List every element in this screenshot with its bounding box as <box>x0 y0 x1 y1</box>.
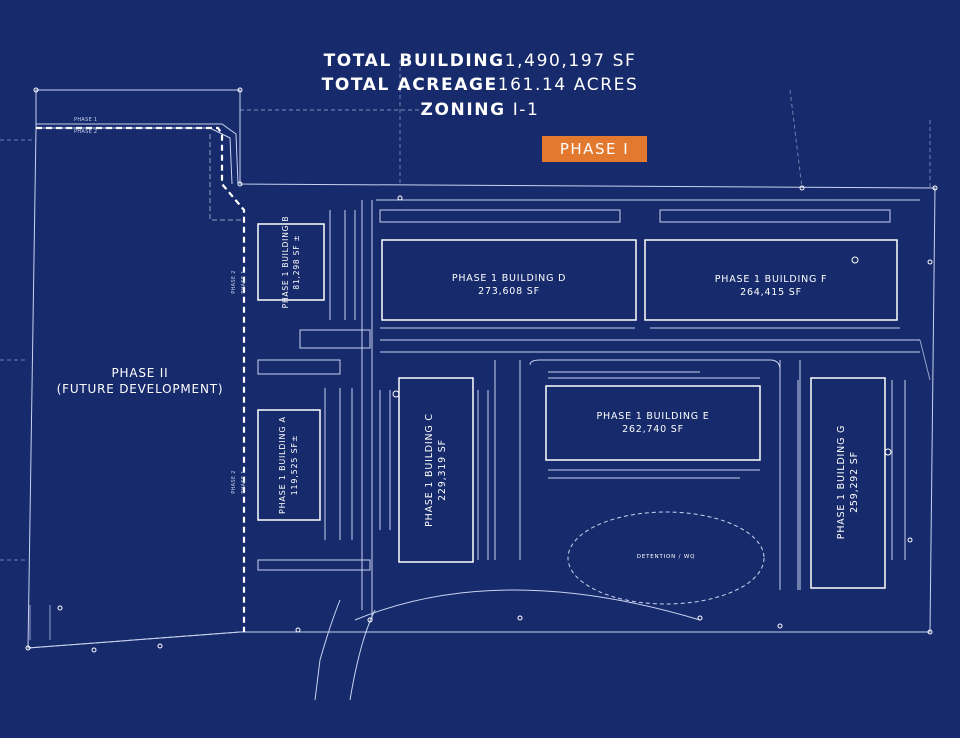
building-d-name: PHASE 1 BUILDING D <box>451 273 567 284</box>
building-b-outline <box>257 223 325 301</box>
total-acreage-value: 161.14 ACRES <box>497 75 639 95</box>
building-f-name: PHASE 1 BUILDING F <box>714 274 828 285</box>
building-b-name: PHASE 1 BUILDING B <box>281 215 290 309</box>
building-c-area: 229,319 SF <box>437 439 448 501</box>
building-g-outline <box>810 377 886 589</box>
building-e-area: 262,740 SF <box>622 424 684 435</box>
total-acreage-line: TOTAL ACREAGE161.14 ACRES <box>0 75 960 95</box>
building-a-outline <box>257 409 321 521</box>
phase-2-line-label-low: PHASE 2 <box>231 470 237 494</box>
total-building-value: 1,490,197 SF <box>504 51 637 71</box>
building-b-area: 81,298 SF ± <box>292 234 301 290</box>
phase-i-button[interactable]: PHASE I <box>542 136 647 162</box>
total-building-line: TOTAL BUILDING1,490,197 SF <box>0 51 960 71</box>
phase-2-line-label-mid: PHASE 2 <box>231 270 237 294</box>
zoning-value: I-1 <box>512 100 540 120</box>
phase-boundary-line <box>36 126 246 632</box>
total-building-label: TOTAL BUILDING <box>323 51 505 71</box>
phase-ii-title: PHASE II <box>111 366 169 380</box>
phase-2-line-label-top: PHASE 2 <box>74 129 98 135</box>
total-acreage-label: TOTAL ACREAGE <box>321 75 498 95</box>
phase-1-line-label-mid: PHASE 1 <box>241 270 247 294</box>
phase-road-line <box>36 127 233 185</box>
phase-1-line-label-low: PHASE 1 <box>241 470 247 494</box>
building-e-outline <box>545 385 761 461</box>
building-f-label: PHASE 1 BUILDING F 264,415 SF <box>645 273 897 299</box>
building-e-label: PHASE 1 BUILDING E 262,740 SF <box>546 410 760 436</box>
building-g-name: PHASE 1 BUILDING G <box>836 424 847 540</box>
building-a-label: PHASE 1 BUILDING A 119,525 SF± <box>277 416 301 514</box>
building-a-area: 119,525 SF± <box>290 434 299 496</box>
building-a-name: PHASE 1 BUILDING A <box>278 416 287 514</box>
building-b-label: PHASE 1 BUILDING B 81,298 SF ± <box>280 216 302 309</box>
building-c-name: PHASE 1 BUILDING C <box>424 413 435 527</box>
phase-ii-label: PHASE II (FUTURE DEVELOPMENT) <box>24 365 256 397</box>
building-f-area: 264,415 SF <box>740 287 802 298</box>
building-g-label: PHASE 1 BUILDING G 259,292 SF <box>835 425 861 539</box>
detention-pond <box>567 511 765 605</box>
building-f-outline <box>644 239 898 321</box>
building-e-name: PHASE 1 BUILDING E <box>596 411 710 422</box>
building-d-label: PHASE 1 BUILDING D 273,608 SF <box>382 272 636 298</box>
building-d-area: 273,608 SF <box>478 286 540 297</box>
building-c-label: PHASE 1 BUILDING C 229,319 SF <box>423 413 449 527</box>
phase-1-line-label-top: PHASE 1 <box>74 117 98 123</box>
building-c-outline <box>398 377 474 563</box>
zoning-line: ZONING I-1 <box>0 100 960 120</box>
south-boundary <box>27 631 930 649</box>
zoning-label: ZONING <box>420 100 506 120</box>
detention-label: DETENTION / WQ <box>636 554 696 560</box>
building-d-outline <box>381 239 637 321</box>
building-g-area: 259,292 SF <box>849 451 860 513</box>
phase-ii-subtitle: (FUTURE DEVELOPMENT) <box>56 382 224 396</box>
